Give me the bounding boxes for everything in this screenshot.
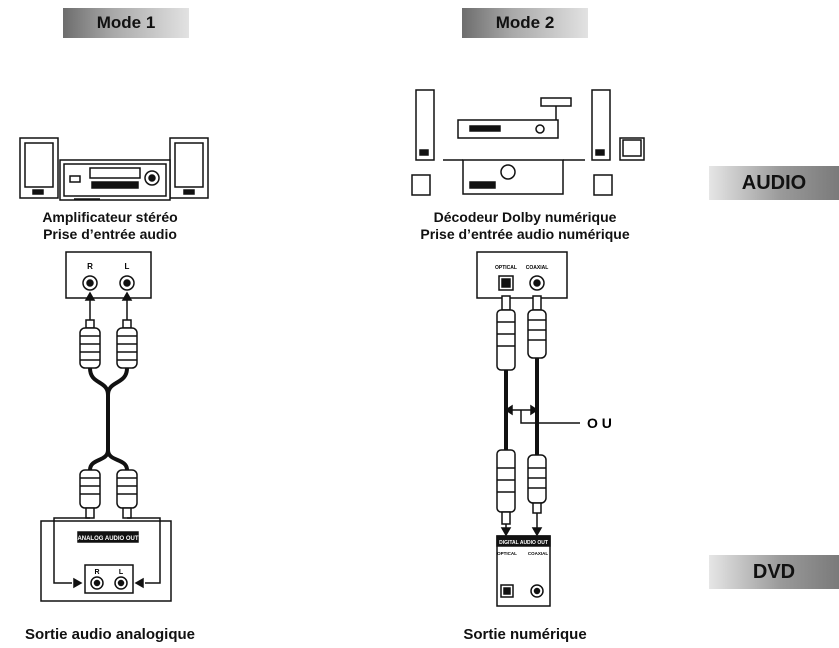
panel-coaxial-label: COAXIAL <box>528 551 549 556</box>
panel-l-label: L <box>119 569 124 576</box>
home-theater-illustration <box>411 89 645 196</box>
panel-optical-label: OPTICAL <box>497 551 517 556</box>
panel-r-label: R <box>94 569 99 576</box>
or-label: O U <box>587 415 612 431</box>
jack-coaxial-label: COAXIAL <box>526 265 549 271</box>
analog-output-panel <box>40 520 172 602</box>
audio-tab-label: AUDIO <box>741 172 807 194</box>
or-indicator <box>504 404 580 424</box>
stereo-system-illustration <box>19 137 209 201</box>
mode-2-label: Mode 2 <box>495 13 555 32</box>
stereo-caption-line1: Amplificateur stéréo <box>42 209 178 225</box>
jack-l-label: L <box>125 262 130 271</box>
digital-panel-label: DIGITAL AUDIO OUT <box>499 540 548 546</box>
digital-output-caption-text: Sortie numérique <box>463 626 587 643</box>
mode-1-label: Mode 1 <box>96 13 156 32</box>
dolby-caption-line2: Prise d’entrée audio numérique <box>420 226 630 242</box>
stereo-caption-line2: Prise d’entrée audio <box>43 226 177 242</box>
digital-plug-arrows <box>500 513 543 537</box>
analog-routing-arrows <box>53 517 161 589</box>
analog-output-caption: Sortie audio analogique <box>0 626 220 643</box>
dolby-decoder-caption: Décodeur Dolby numérique Prise d’entrée … <box>380 209 670 243</box>
stereo-plug-arrows <box>84 291 133 322</box>
jack-r-label: R <box>87 262 93 271</box>
digital-output-panel <box>496 535 551 607</box>
digital-input-jack-panel <box>476 251 568 299</box>
stereo-input-jack-panel <box>65 251 152 299</box>
digital-output-caption: Sortie numérique <box>420 626 630 643</box>
stereo-cable-top-plugs <box>79 319 138 369</box>
stereo-cable-bottom-plugs <box>79 469 138 519</box>
stereo-cable <box>88 367 129 471</box>
analog-panel-label: ANALOG AUDIO OUT <box>77 536 138 542</box>
dolby-caption-line1: Décodeur Dolby numérique <box>433 209 617 225</box>
coaxial-cable <box>527 295 547 514</box>
jack-optical-label: OPTICAL <box>495 265 517 271</box>
mode-2-tab: Mode 2 <box>462 8 588 38</box>
dvd-tab-label: DVD <box>752 561 796 583</box>
audio-section-tab: AUDIO <box>709 166 839 200</box>
stereo-amplifier-caption: Amplificateur stéréo Prise d’entrée audi… <box>0 209 220 243</box>
optical-cable <box>496 295 516 525</box>
dvd-section-tab: DVD <box>709 555 839 589</box>
analog-output-caption-text: Sortie audio analogique <box>24 626 196 643</box>
mode-1-tab: Mode 1 <box>63 8 189 38</box>
